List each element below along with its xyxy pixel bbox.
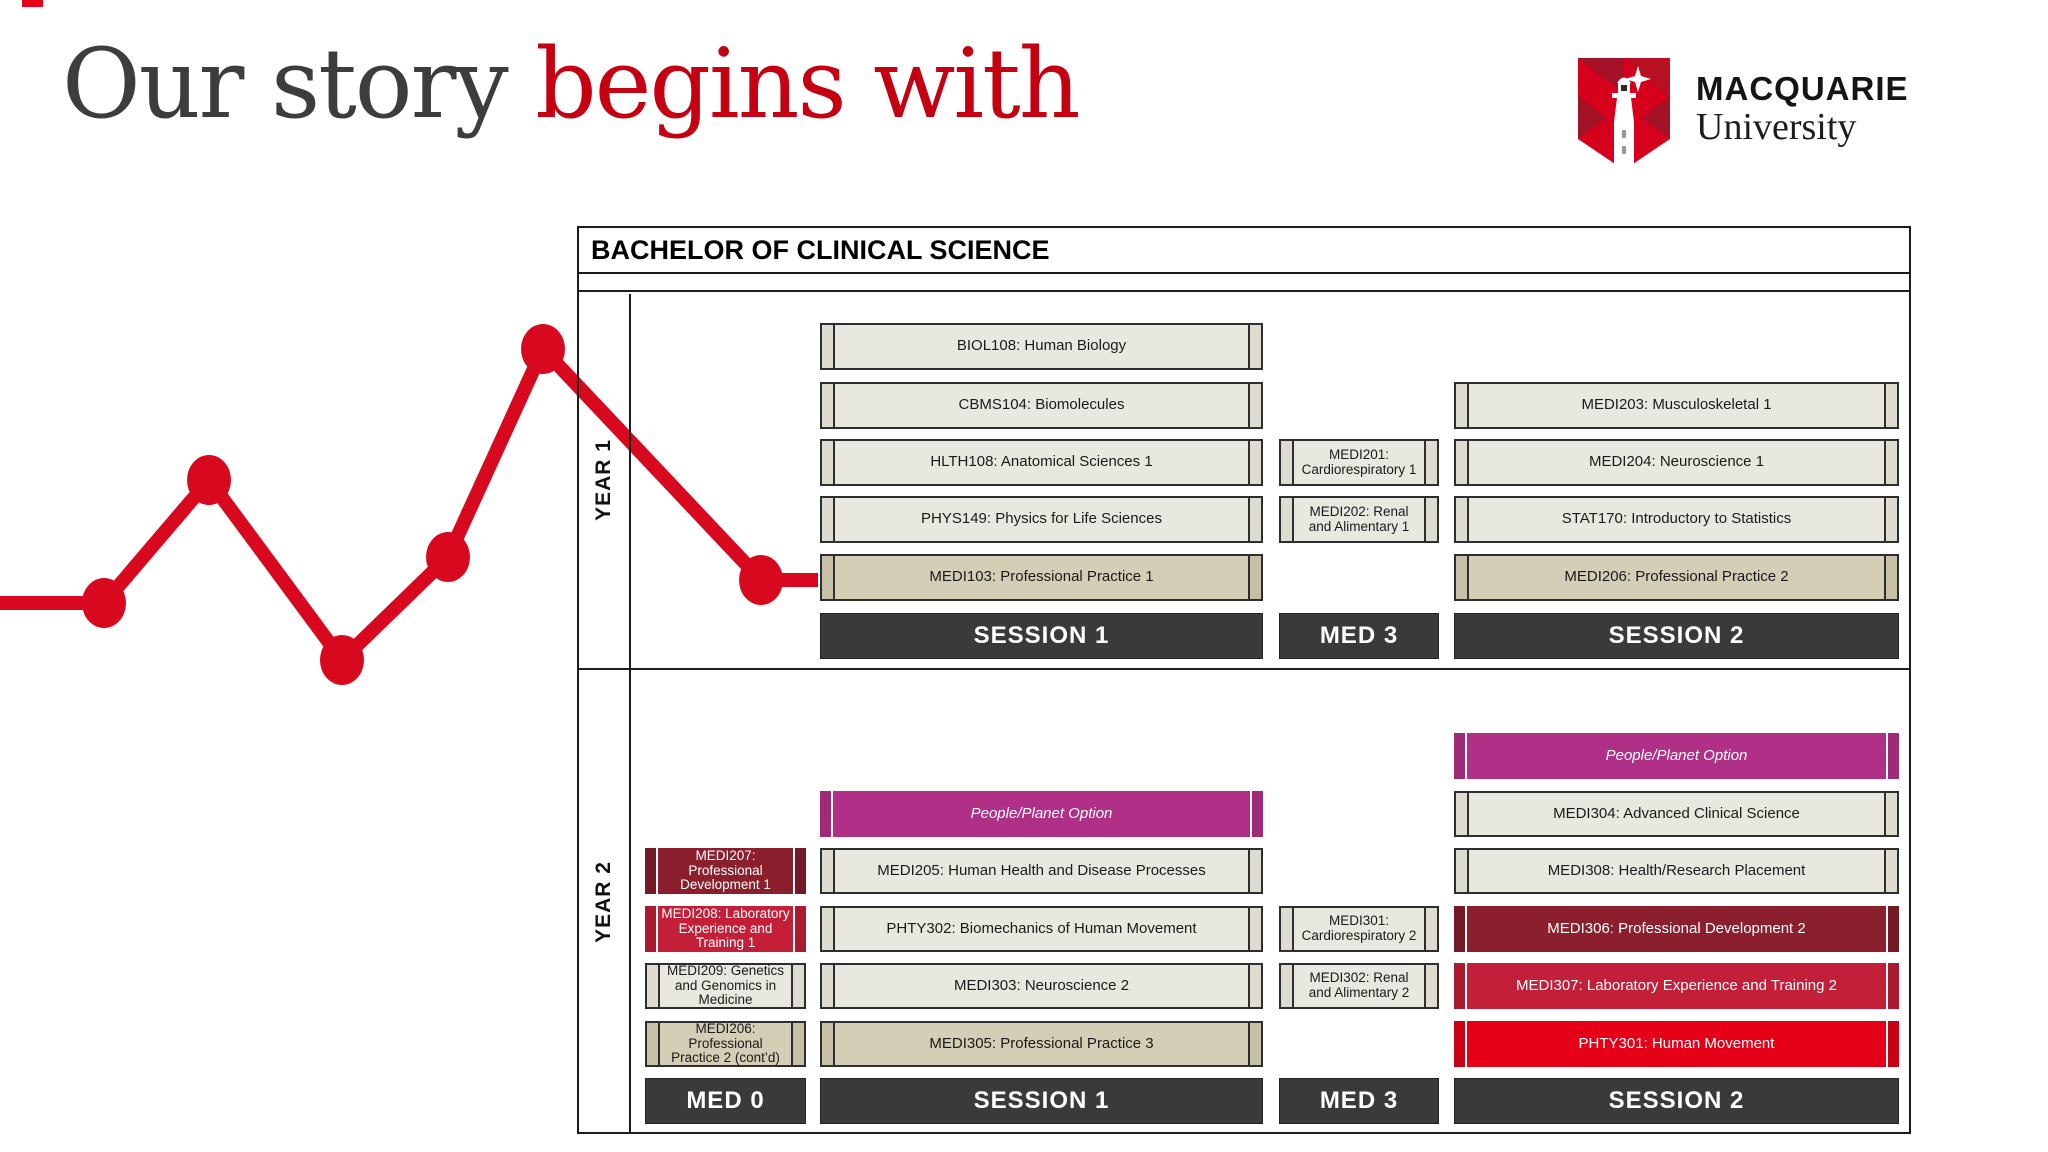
course-box-people-planet-s2: People/Planet Option [1454, 733, 1899, 779]
year2-med3-bar: MED 3 [1279, 1078, 1439, 1124]
year1-label: YEAR 1 [592, 439, 616, 521]
year2-med0-bar: MED 0 [645, 1078, 806, 1124]
course-box-medi201: MEDI201: Cardiorespiratory 1 [1279, 439, 1439, 486]
course-box-hlth108: HLTH108: Anatomical Sciences 1 [820, 439, 1263, 486]
year-column-divider [629, 294, 631, 1132]
course-box-cbms104: CBMS104: Biomolecules [820, 382, 1263, 429]
course-box-medi208: MEDI208: Laboratory Experience and Train… [645, 906, 806, 952]
course-box-medi308: MEDI308: Health/Research Placement [1454, 848, 1899, 894]
course-box-medi206: MEDI206: Professional Practice 2 [1454, 554, 1899, 601]
macquarie-wordmark: MACQUARIE [1696, 70, 1909, 107]
course-box-medi206-contd: MEDI206: Professional Practice 2 (cont’d… [645, 1021, 806, 1067]
course-box-medi302: MEDI302: Renal and Alimentary 2 [1279, 963, 1439, 1009]
slide-title: Our story begins with [62, 28, 1081, 140]
course-box-medi303: MEDI303: Neuroscience 2 [820, 963, 1263, 1009]
course-box-medi306: MEDI306: Professional Development 2 [1454, 906, 1899, 952]
course-box-stat170: STAT170: Introductory to Statistics [1454, 496, 1899, 543]
year2-session2-bar: SESSION 2 [1454, 1078, 1899, 1124]
year1-session2-bar: SESSION 2 [1454, 613, 1899, 659]
macquarie-logo: MACQUARIE University [1578, 58, 1909, 175]
course-box-medi307: MEDI307: Laboratory Experience and Train… [1454, 963, 1899, 1009]
macquarie-university-text: University [1696, 106, 1857, 148]
course-box-medi305: MEDI305: Professional Practice 3 [820, 1021, 1263, 1067]
year1-med3-bar: MED 3 [1279, 613, 1439, 659]
top-edge-red-artifact [22, 0, 43, 7]
program-table-spacer-row [579, 276, 1909, 292]
year1-session1-bar: SESSION 1 [820, 613, 1263, 659]
year-band-divider [579, 668, 1909, 670]
macquarie-shield-icon [1578, 58, 1670, 175]
course-box-medi203: MEDI203: Musculoskeletal 1 [1454, 382, 1899, 429]
course-box-medi209: MEDI209: Genetics and Genomics in Medici… [645, 963, 806, 1009]
course-box-phty301: PHTY301: Human Movement [1454, 1021, 1899, 1067]
course-box-medi207: MEDI207: Professional Development 1 [645, 848, 806, 894]
course-box-phty302: PHTY302: Biomechanics of Human Movement [820, 906, 1263, 952]
course-box-people-planet-s1: People/Planet Option [820, 791, 1263, 837]
course-box-medi202: MEDI202: Renal and Alimentary 1 [1279, 496, 1439, 543]
course-box-medi103: MEDI103: Professional Practice 1 [820, 554, 1263, 601]
slide-title-gray: Our story [62, 28, 536, 140]
course-box-medi301: MEDI301: Cardiorespiratory 2 [1279, 906, 1439, 952]
program-table: BACHELOR OF CLINICAL SCIENCE YEAR 1 YEAR… [577, 226, 1911, 1134]
slide-title-red: begins with [535, 28, 1080, 140]
program-table-title: BACHELOR OF CLINICAL SCIENCE [579, 228, 1909, 274]
course-box-biol108: BIOL108: Human Biology [820, 323, 1263, 370]
course-box-medi205: MEDI205: Human Health and Disease Proces… [820, 848, 1263, 894]
macquarie-logo-text: MACQUARIE University [1696, 58, 1909, 146]
course-box-medi204: MEDI204: Neuroscience 1 [1454, 439, 1899, 486]
year2-label: YEAR 2 [592, 861, 616, 943]
course-box-medi304: MEDI304: Advanced Clinical Science [1454, 791, 1899, 837]
course-box-phys149: PHYS149: Physics for Life Sciences [820, 496, 1263, 543]
year2-session1-bar: SESSION 1 [820, 1078, 1263, 1124]
